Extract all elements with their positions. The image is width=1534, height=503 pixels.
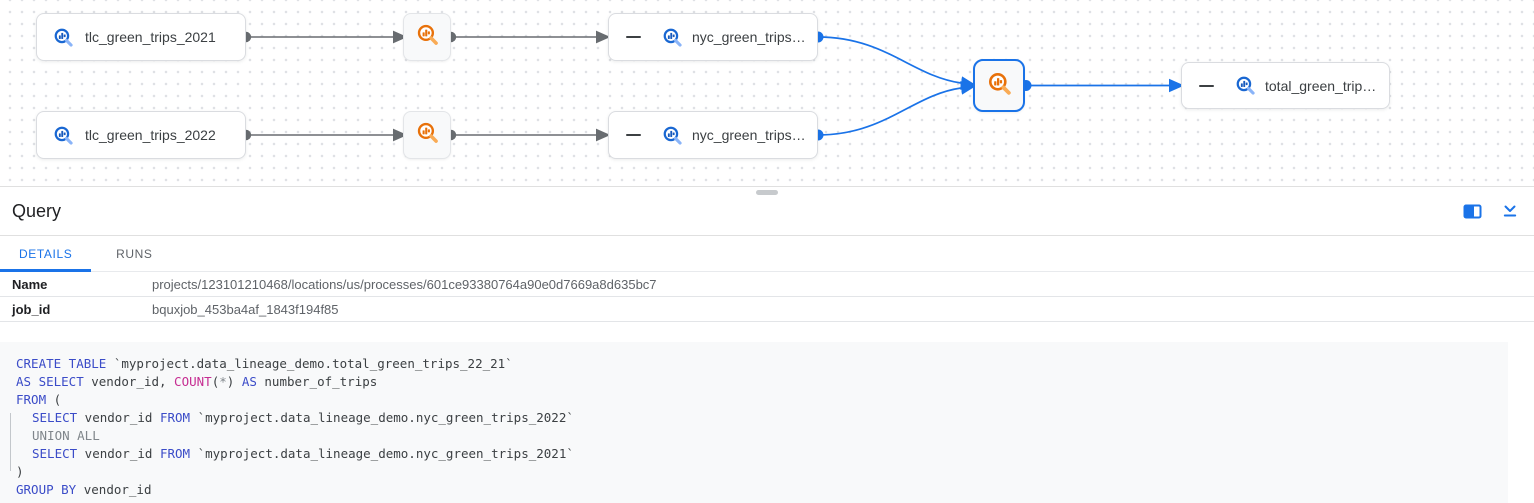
hide-columns-icon[interactable] bbox=[626, 29, 642, 45]
query-process-icon bbox=[416, 121, 439, 149]
sql-line: FROM ( bbox=[16, 392, 62, 407]
bigquery-table-icon bbox=[662, 27, 683, 48]
table-node-total-green-trips[interactable]: total_green_trip… bbox=[1181, 62, 1390, 109]
detail-tabs: DETAILS RUNS bbox=[0, 236, 1534, 272]
bigquery-table-icon bbox=[53, 125, 74, 146]
field-value: bquxjob_453ba4af_1843f194f85 bbox=[152, 301, 339, 317]
hide-columns-icon[interactable] bbox=[626, 127, 642, 143]
sql-line: GROUP BY vendor_id bbox=[16, 482, 152, 497]
panel-header: Query bbox=[0, 187, 1534, 236]
query-process-icon bbox=[987, 71, 1012, 101]
query-process-node-selected[interactable] bbox=[973, 59, 1025, 112]
tab-runs[interactable]: RUNS bbox=[116, 246, 153, 261]
open-in-side-panel-icon[interactable] bbox=[1462, 201, 1482, 221]
table-node-label: nyc_green_trips… bbox=[692, 29, 806, 45]
sql-line: SELECT vendor_id FROM `myproject.data_li… bbox=[32, 446, 574, 461]
sql-code: CREATE TABLE `myproject.data_lineage_dem… bbox=[0, 342, 1508, 503]
table-node-label: nyc_green_trips… bbox=[692, 127, 806, 143]
sql-line: UNION ALL bbox=[32, 428, 100, 443]
bigquery-table-icon bbox=[53, 27, 74, 48]
sql-line: SELECT vendor_id FROM `myproject.data_li… bbox=[32, 410, 574, 425]
tab-details[interactable]: DETAILS bbox=[0, 236, 92, 272]
query-process-node[interactable] bbox=[403, 13, 451, 61]
field-label: Name bbox=[12, 276, 48, 292]
field-label: job_id bbox=[12, 301, 51, 317]
sql-line: ) bbox=[16, 464, 24, 479]
collapse-panel-icon[interactable] bbox=[1500, 201, 1520, 221]
table-node-label: tlc_green_trips_2022 bbox=[85, 127, 216, 143]
panel-resize-handle[interactable] bbox=[756, 190, 778, 195]
table-node-label: tlc_green_trips_2021 bbox=[85, 29, 216, 45]
field-row-name: Name projects/123101210468/locations/us/… bbox=[0, 272, 1534, 297]
lineage-graph[interactable]: tlc_green_trips_2021 tlc_green_trips_202… bbox=[0, 0, 1534, 187]
hide-columns-icon[interactable] bbox=[1199, 78, 1215, 94]
table-node-tlc-green-trips-2021[interactable]: tlc_green_trips_2021 bbox=[36, 13, 246, 61]
field-row-job-id: job_id bquxjob_453ba4af_1843f194f85 bbox=[0, 297, 1534, 322]
query-details-panel: Query DETAILS RUNS Name projects/1231012… bbox=[0, 187, 1534, 503]
table-node-tlc-green-trips-2022[interactable]: tlc_green_trips_2022 bbox=[36, 111, 246, 159]
table-node-nyc-green-trips[interactable]: nyc_green_trips… bbox=[608, 13, 818, 61]
sql-line: AS SELECT vendor_id, COUNT(*) AS number_… bbox=[16, 374, 378, 389]
sql-line: CREATE TABLE `myproject.data_lineage_dem… bbox=[16, 356, 513, 371]
indent-guide bbox=[10, 413, 11, 471]
table-node-nyc-green-trips[interactable]: nyc_green_trips… bbox=[608, 111, 818, 159]
bigquery-table-icon bbox=[662, 125, 683, 146]
query-process-node[interactable] bbox=[403, 111, 451, 159]
field-value: projects/123101210468/locations/us/proce… bbox=[152, 276, 657, 292]
table-node-label: total_green_trip… bbox=[1265, 77, 1377, 94]
query-process-icon bbox=[416, 23, 439, 51]
bigquery-table-icon bbox=[1235, 75, 1256, 96]
panel-title: Query bbox=[12, 200, 62, 221]
